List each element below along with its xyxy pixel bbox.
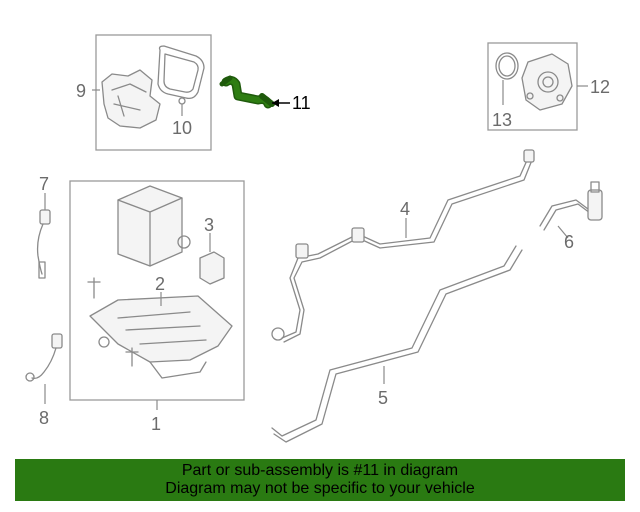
callout-4: 4 <box>400 199 410 219</box>
fitting-part-6: 6 <box>539 181 603 252</box>
info-banner: Part or sub-assembly is #11 in diagram D… <box>15 459 625 501</box>
callout-12: 12 <box>590 77 610 97</box>
callout-11: 11 <box>292 93 311 113</box>
callout-7: 7 <box>39 174 49 194</box>
gasket-part-10 <box>157 45 205 100</box>
valve-part-3 <box>199 251 225 285</box>
callout-8: 8 <box>39 408 49 428</box>
tube-part-5: 5 <box>271 245 523 443</box>
tray-part-2 <box>89 295 233 363</box>
sensor-part-7: 7 <box>36 174 51 279</box>
box-9-10 <box>95 34 212 151</box>
callout-13: 13 <box>492 110 512 130</box>
callout-3: 3 <box>204 215 214 235</box>
fitting-body <box>587 189 603 221</box>
group-1-2-3: 3 2 1 <box>69 180 245 434</box>
group-12-13: 13 12 <box>487 42 610 131</box>
banner-line-1: Part or sub-assembly is #11 in diagram <box>181 462 459 479</box>
oring-part-13 <box>495 52 519 80</box>
tube-part-4: 4 <box>271 149 535 343</box>
callout-10: 10 <box>172 118 192 138</box>
group-9-10: 9 10 <box>76 34 212 151</box>
bracket-part-9 <box>101 69 161 129</box>
banner-line-2: Diagram may not be specific to your vehi… <box>165 480 475 497</box>
callout-1: 1 <box>151 414 161 434</box>
callout-6: 6 <box>564 232 574 252</box>
pump-part-12 <box>521 53 573 111</box>
callout-2: 2 <box>155 274 165 294</box>
sensor-part-8: 8 <box>25 333 63 428</box>
callout-9: 9 <box>76 81 86 101</box>
callout-5: 5 <box>378 388 388 408</box>
part-11-hose: 11 <box>219 75 311 113</box>
